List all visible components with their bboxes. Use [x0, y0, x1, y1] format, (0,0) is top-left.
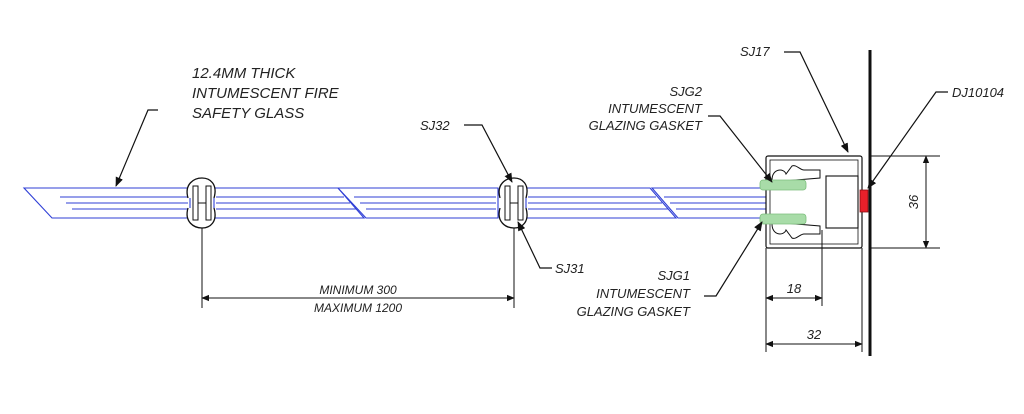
glass-pane-1: [22, 187, 191, 219]
channel-frame: [765, 155, 863, 249]
glass-label-line2: INTUMESCENT FIRE: [192, 85, 340, 102]
sjg1-label-line2: INTUMESCENT: [596, 286, 691, 301]
dj10104-label: DJ10104: [952, 85, 1004, 100]
dimension-18: [765, 230, 823, 352]
leader-sjg1: [704, 221, 763, 297]
sjg2-label-line1: SJG2: [669, 84, 702, 99]
sjg1-label-line1: SJG1: [657, 268, 690, 283]
glass-label-line1: 12.4MM THICK: [192, 65, 296, 82]
leader-dj10104: [867, 91, 948, 189]
span-maximum-label: MAXIMUM 1200: [314, 301, 402, 315]
sjg1-label-line3: GLAZING GASKET: [577, 304, 691, 319]
leader-sjg2: [708, 115, 773, 183]
sjg2-label-line3: GLAZING GASKET: [589, 118, 703, 133]
dim-18-label: 18: [787, 281, 802, 296]
dimension-36: [870, 155, 940, 249]
dimension-32: [765, 248, 863, 352]
leader-glass: [115, 109, 158, 187]
leader-sj32: [464, 124, 513, 183]
glass-label-line3: SAFETY GLASS: [192, 105, 304, 122]
dimension-span: [201, 228, 515, 308]
dim-36-label: 36: [906, 194, 921, 209]
joint-connector-1: [186, 177, 216, 229]
sj31-label: SJ31: [555, 261, 585, 276]
glass-pane-4: [525, 187, 678, 219]
sj32-label: SJ32: [420, 118, 450, 133]
leader-sj17: [784, 51, 849, 153]
intumescent-seal: [859, 189, 869, 213]
joint-connector-2: [498, 177, 528, 229]
sjg2-label-line2: INTUMESCENT: [608, 101, 703, 116]
dim-32-label: 32: [807, 327, 822, 342]
sj17-label: SJ17: [740, 44, 770, 59]
gasket-top: [759, 179, 807, 191]
span-minimum-label: MINIMUM 300: [319, 283, 397, 297]
leader-sj31: [517, 221, 552, 269]
glass-pane-3: [336, 187, 499, 219]
glass-pane-2: [213, 187, 366, 219]
gasket-bottom: [759, 213, 807, 225]
